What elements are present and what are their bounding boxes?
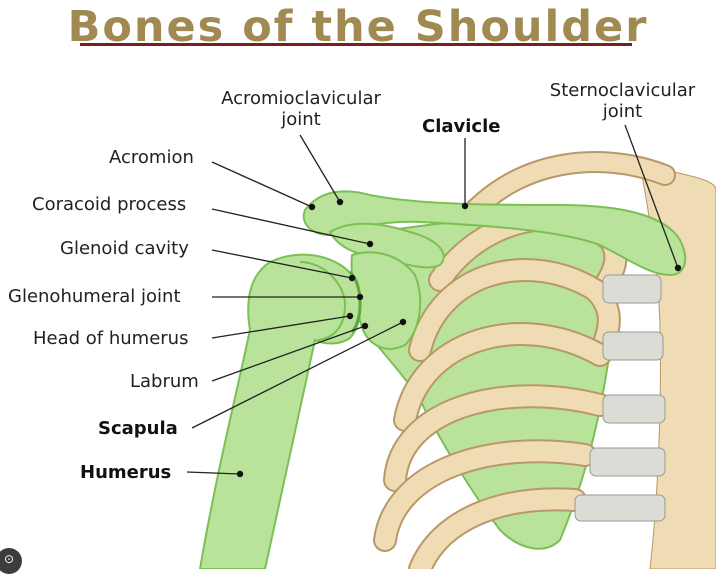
label-head-of-humerus: Head of humerus [33,328,189,349]
label-labrum: Labrum [130,371,199,392]
label-acromioclavicular-line2: joint [281,109,321,130]
label-glenoid-cavity: Glenoid cavity [60,238,189,259]
label-scapula: Scapula [98,418,178,439]
label-sternoclavicular-line2: joint [602,101,643,122]
costal-cartilage [574,274,666,522]
label-acromion: Acromion [109,147,194,168]
label-acromioclavicular-joint: Acromioclavicular joint [206,88,396,130]
label-sternoclavicular-line1: Sternoclavicular [549,80,696,101]
label-humerus: Humerus [80,462,172,483]
label-glenohumeral-joint: Glenohumeral joint [8,286,181,307]
label-coracoid-process: Coracoid process [32,194,187,215]
label-clavicle: Clavicle [422,116,501,137]
title-underline [80,43,632,46]
leader-lines [186,124,679,475]
humeral-head-detail [299,261,347,341]
label-acromioclavicular-line1: Acromioclavicular [221,88,381,109]
lens-icon[interactable]: ⊙ [0,548,22,574]
leader-dots [236,198,682,478]
label-sternoclavicular-joint: Sternoclavicular joint [535,80,710,122]
